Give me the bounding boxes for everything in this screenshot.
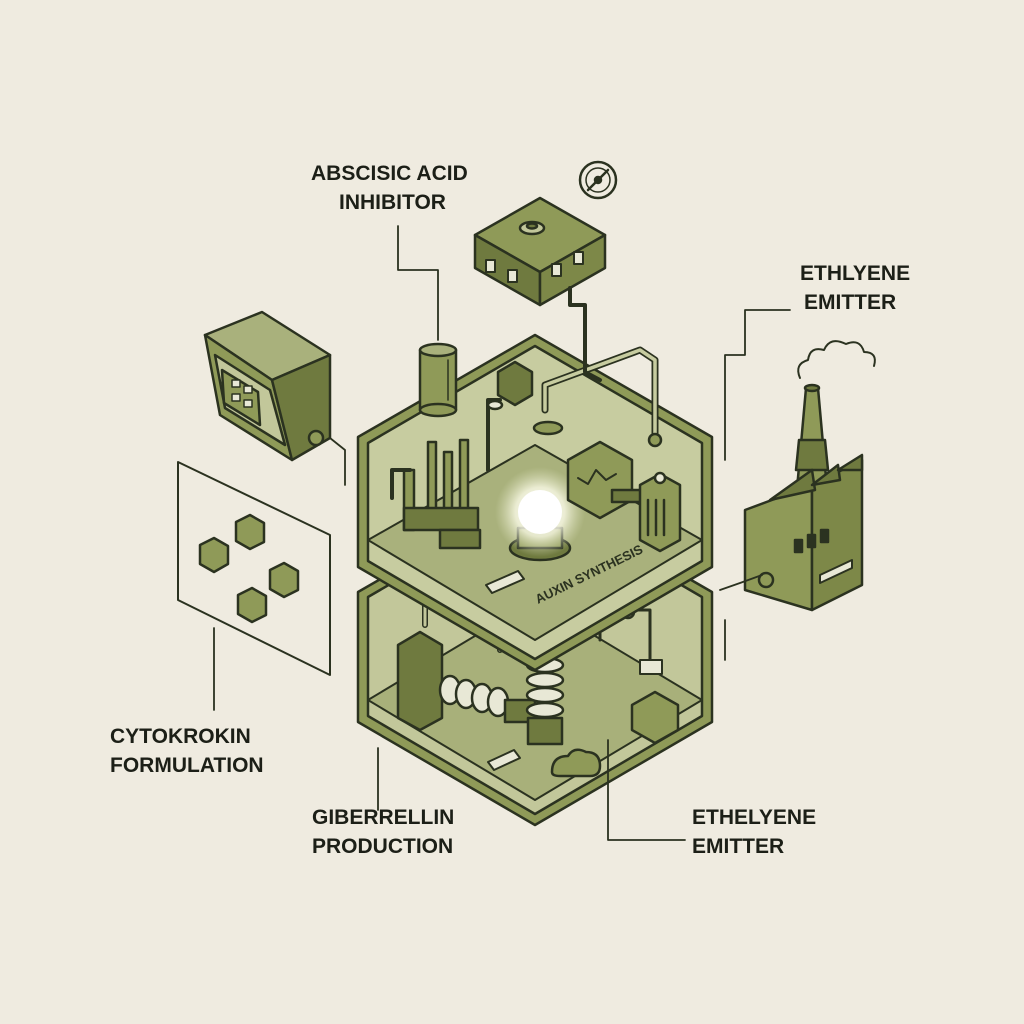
ethelyene-label-line1: ETHELYENE	[692, 806, 817, 829]
cloud-blob	[550, 748, 602, 778]
cytokrokin-label-line2: FORMULATION	[110, 754, 264, 777]
floor-tag	[487, 749, 521, 771]
cytokrokin-panel	[177, 461, 331, 676]
side-tank	[638, 471, 682, 553]
ethelyene-label-line2: EMITTER	[692, 835, 785, 858]
cytokrokin-label-line1: CYTOKROKIN	[110, 725, 251, 748]
giberrellin-label-line1: GIBERRELLIN	[312, 806, 455, 829]
factory	[743, 383, 864, 612]
giberrellin-label-line2: PRODUCTION	[312, 835, 454, 858]
ceiling-fixture	[496, 360, 534, 407]
upper-chamber	[356, 333, 714, 672]
ethylene-emitter-top-line2: EMITTER	[804, 291, 897, 314]
abscisic-acid-label: ABSCISIC ACID INHIBITOR	[311, 159, 468, 217]
lab-apparatus	[390, 398, 504, 550]
gauge-icon	[578, 160, 618, 200]
light-pedestal	[495, 467, 585, 562]
smoke-cloud	[797, 340, 876, 379]
leader-lines	[213, 225, 791, 841]
abscisic-acid-label-line1: ABSCISIC ACID	[311, 162, 468, 185]
horizontal-coil-icon	[438, 674, 537, 724]
cytokrokin-formulation-label: CYTOKROKIN FORMULATION	[110, 722, 264, 780]
floor-plate	[485, 570, 525, 594]
giberrellin-production-label: GIBERRELLIN PRODUCTION	[312, 803, 454, 861]
lower-cube	[630, 690, 680, 745]
ethylene-emitter-top-line1: ETHLYENE	[800, 262, 911, 285]
ethelyene-emitter-bottom-label: ETHELYENE EMITTER	[692, 803, 816, 861]
inhibitor-cylinder	[418, 342, 458, 418]
control-box	[203, 310, 332, 462]
floating-top-block	[473, 196, 607, 382]
ethylene-emitter-top-label: ETHLYENE EMITTER	[800, 259, 910, 317]
abscisic-acid-label-line2: INHIBITOR	[339, 191, 446, 214]
tall-block	[396, 630, 444, 732]
